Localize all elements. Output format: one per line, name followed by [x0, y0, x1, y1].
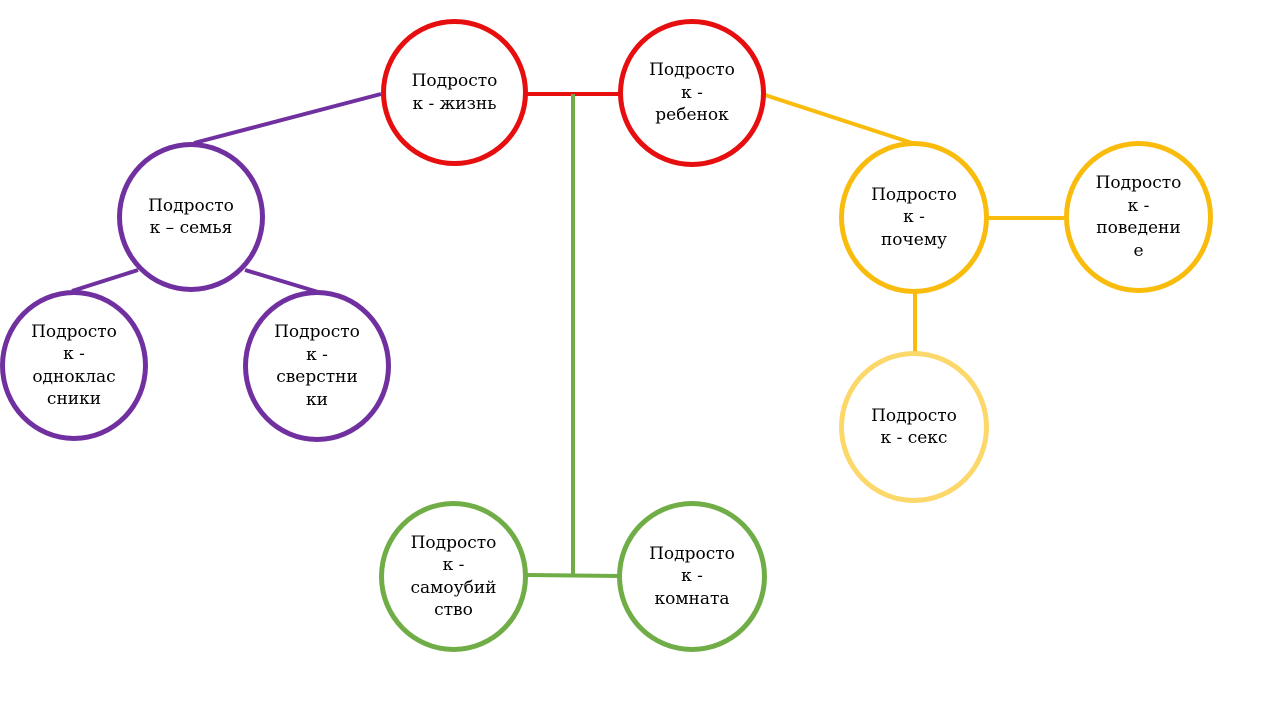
node-family[interactable]: Подросто к – семья: [117, 142, 265, 292]
node-behavior[interactable]: Подросто к - поведени е: [1064, 141, 1213, 293]
node-room[interactable]: Подросто к - комната: [617, 501, 767, 652]
edge-life-family: [193, 92, 382, 145]
node-sex-label: Подросто к - секс: [871, 405, 957, 449]
node-child[interactable]: Подросто к - ребенок: [618, 19, 766, 167]
node-why-label: Подросто к - почему: [871, 184, 957, 250]
node-sex[interactable]: Подросто к - секс: [839, 351, 989, 503]
edge-child-why: [764, 93, 913, 145]
node-why[interactable]: Подросто к - почему: [839, 141, 989, 294]
node-life-label: Подросто к - жизнь: [411, 71, 498, 114]
node-life[interactable]: Подросто к - жизнь: [381, 19, 528, 166]
edge-family-peers: [244, 268, 319, 294]
node-classmates[interactable]: Подросто к - однοклас сники: [0, 290, 148, 441]
node-suicide[interactable]: Подросто к - самоубий ство: [379, 501, 528, 652]
node-peers-label: Подросто к - сверстни ки: [274, 322, 360, 410]
edge-family-classmates: [71, 268, 139, 293]
node-suicide-label: Подросто к - самоубий ство: [410, 532, 497, 621]
node-family-label: Подросто к – семья: [148, 195, 234, 239]
edge-suicide-room: [526, 573, 621, 578]
node-behavior-label: Подросто к - поведени е: [1095, 173, 1182, 261]
node-classmates-label: Подросто к - однοклас сники: [31, 321, 117, 410]
node-child-label: Подросто к - ребенок: [649, 60, 735, 126]
node-room-label: Подросто к - комната: [649, 543, 735, 609]
node-peers[interactable]: Подросто к - сверстни ки: [243, 290, 391, 442]
